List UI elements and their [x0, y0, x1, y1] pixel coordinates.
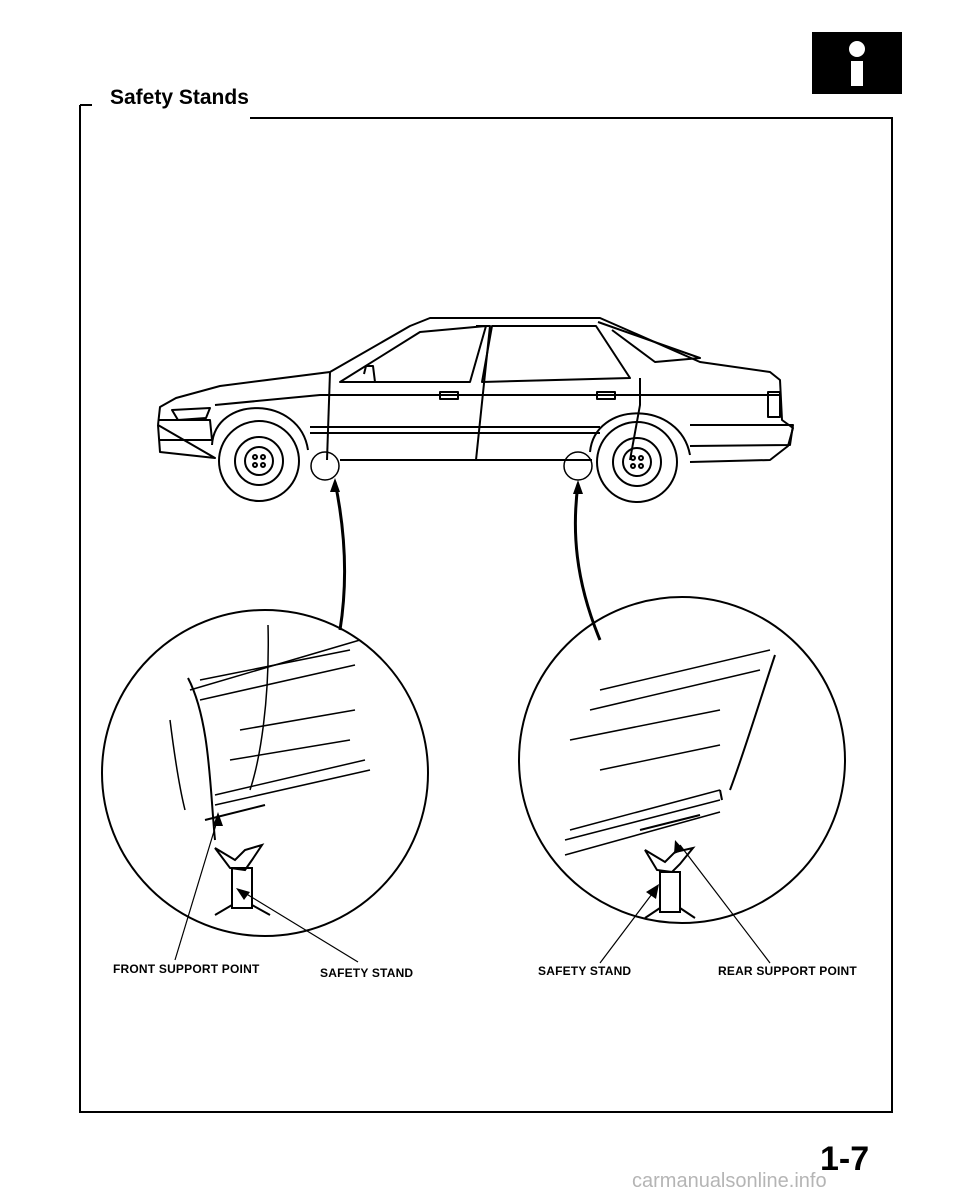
label-leaders: [174, 817, 771, 964]
page-number: 1-7: [820, 1140, 870, 1178]
watermark[interactable]: carmanualsonline.info: [632, 1170, 827, 1192]
front-detail-circle: [101, 609, 429, 937]
support-point-markers: [310, 451, 593, 481]
rear-support-point-label: REAR SUPPORT POINT: [718, 964, 857, 978]
rear-wheel: [596, 421, 678, 503]
front-support-point-label: FRONT SUPPORT POINT: [113, 962, 260, 976]
section-title: Safety Stands: [104, 86, 255, 110]
leader-arrows: [333, 481, 602, 641]
rear-detail-circle: [518, 596, 846, 924]
section-frame: [79, 104, 893, 1113]
safety-stand-label-left: SAFETY STAND: [320, 966, 414, 980]
info-badge: [812, 32, 902, 94]
car-side-view: [157, 317, 794, 463]
safety-stand-label-right: SAFETY STAND: [538, 964, 632, 978]
info-icon: [849, 41, 865, 86]
front-wheel: [218, 420, 300, 502]
